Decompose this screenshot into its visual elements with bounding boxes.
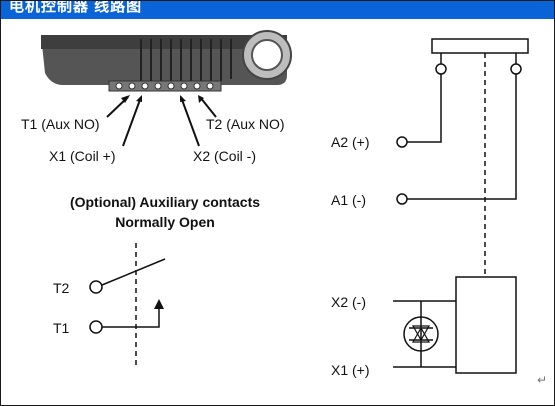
a2-wire: [407, 74, 442, 143]
contactor-device-image: [41, 30, 292, 92]
aux-contact-blade: [101, 258, 166, 286]
label-x1: X1 (+): [331, 362, 370, 378]
t2-terminal-circle: [89, 280, 103, 294]
label-t1: T1: [53, 320, 70, 336]
label-x2-coil: X2 (Coil -): [193, 148, 256, 164]
t1-contact-wire: [102, 307, 160, 328]
main-contact-left-terminal: [435, 63, 447, 75]
t1-terminal-circle: [89, 320, 103, 334]
return-mark-icon: ↵: [537, 373, 548, 387]
label-x2: X2 (-): [331, 294, 366, 310]
label-t1-aux-no: T1 (Aux NO): [21, 116, 100, 132]
coil-suppressor-circuit: [393, 300, 456, 368]
a1-wire: [407, 74, 517, 200]
label-t2: T2: [53, 280, 70, 296]
main-contact-right-terminal: [510, 63, 522, 75]
header-title: 电机控制器 线路图: [9, 1, 143, 15]
a1-terminal-circle: [396, 193, 408, 205]
a2-terminal-circle: [396, 136, 408, 148]
normally-open-title: Normally Open: [115, 214, 215, 230]
label-a2: A2 (+): [331, 134, 370, 150]
terminal-pointer-lines: [106, 96, 217, 147]
label-t2-aux-no: T2 (Aux NO): [206, 116, 285, 132]
optional-contacts-title: (Optional) Auxiliary contacts: [70, 194, 260, 210]
terminal-pointer-arrowheads: [121, 95, 204, 103]
main-contact-bar: [431, 38, 529, 54]
header-bar: 电机控制器 线路图: [1, 1, 554, 19]
t1-contact-arrowhead: [154, 299, 164, 309]
label-x1-coil: X1 (Coil +): [49, 148, 116, 164]
label-a1: A1 (-): [331, 192, 366, 208]
suppressor-diode-icon: [403, 316, 439, 352]
coil-box: [455, 276, 517, 374]
